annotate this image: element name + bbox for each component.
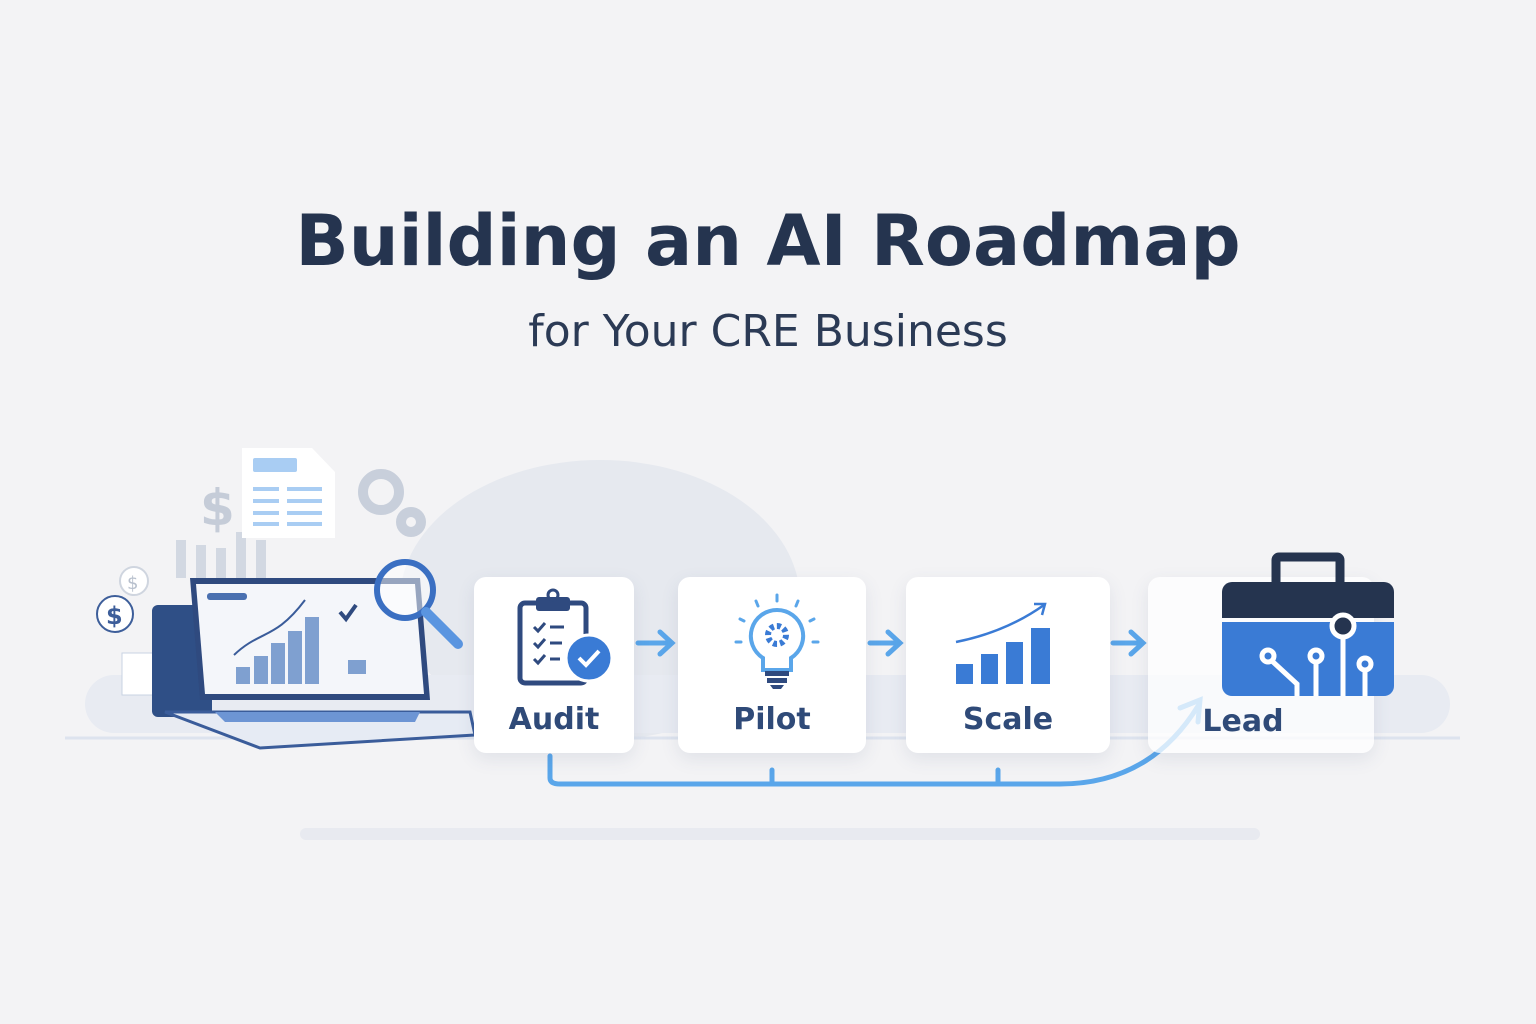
document-icon [242, 448, 335, 538]
dollar-icon: $ [200, 479, 235, 537]
step-card-audit: Audit [474, 577, 634, 753]
page-title: Building an AI Roadmap [295, 200, 1241, 282]
step-label: Scale [962, 702, 1054, 737]
background-bars [176, 532, 266, 578]
gear-icon [358, 469, 426, 537]
step-label: Audit [508, 702, 600, 737]
page-subtitle: for Your CRE Business [528, 306, 1008, 357]
svg-text:$: $ [127, 573, 138, 594]
coin-icon: $ $ [96, 566, 149, 633]
step-card-scale: Scale [906, 577, 1110, 753]
step-card-pilot: Pilot [678, 577, 866, 753]
step-label: Pilot [733, 702, 811, 737]
clipboard-check-icon [517, 588, 614, 686]
step-card-lead: Lead [1148, 577, 1374, 753]
bar-chart-growth-icon [955, 602, 1050, 684]
svg-text:$: $ [106, 602, 123, 630]
lightbulb-gear-icon [734, 593, 820, 689]
laptop-illustration [152, 578, 477, 750]
step-label: Lead [1202, 704, 1284, 739]
magnifier-icon [374, 559, 463, 649]
